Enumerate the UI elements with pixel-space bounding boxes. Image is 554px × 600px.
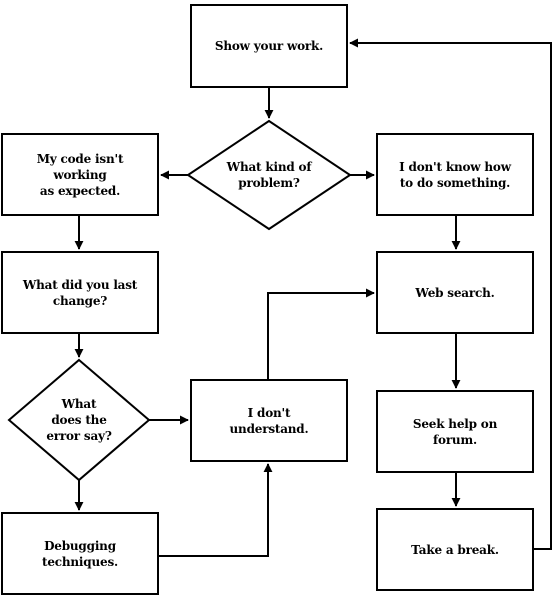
kind-of-problem-diamond	[186, 119, 352, 231]
show-work-label: Show your work.	[214, 39, 324, 53]
take-break-box	[376, 508, 534, 591]
dont-know-how-label: I don't know how to do something.	[399, 159, 511, 190]
arrow-debugging-to-dont-understand	[158, 463, 273, 557]
error-say-label: What does the error say?	[46, 397, 112, 443]
code-not-working-label: My code isn't working as expected.	[36, 151, 124, 198]
take-break-label: Take a break.	[411, 542, 499, 557]
last-change-box	[1, 251, 159, 334]
debugging-box	[1, 512, 159, 595]
dont-understand-label: I don't understand.	[229, 405, 309, 436]
arrow-dont-understand-to-web	[267, 288, 375, 380]
show-work-box	[190, 4, 348, 88]
web-search-box	[376, 251, 534, 334]
seek-help-box	[376, 390, 534, 473]
web-search-label: Web search.	[415, 285, 495, 300]
last-change-label: What did you last change?	[22, 277, 138, 308]
arrow-break-to-show-work	[349, 38, 552, 550]
dont-know-how-box	[376, 133, 534, 216]
debugging-label: Debugging techniques.	[42, 538, 118, 569]
seek-help-label: Seek help on forum.	[412, 416, 498, 447]
kind-of-problem-label: What kind of problem?	[226, 160, 312, 190]
dont-understand-box	[190, 379, 348, 462]
